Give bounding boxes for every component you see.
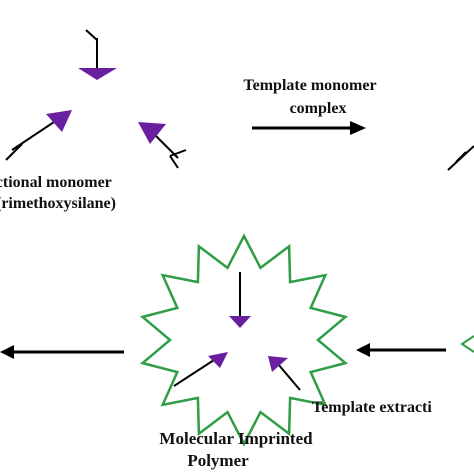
functional-monomer-left bbox=[5, 110, 72, 161]
monomer-head-icon bbox=[138, 122, 166, 144]
polymer-fragment-right bbox=[460, 335, 474, 353]
template-monomer-complex-label: Template monomer bbox=[243, 77, 377, 94]
arrow-template-extraction bbox=[356, 343, 446, 357]
cavity-monomer-head-icon bbox=[208, 352, 228, 368]
functional-monomer-top bbox=[78, 29, 117, 80]
monomer-head-icon bbox=[78, 68, 117, 80]
arrow-to-complex bbox=[252, 121, 366, 135]
functional-monomer-sublabel: (rimethoxysilane) bbox=[0, 195, 116, 212]
arrow-to-left bbox=[0, 345, 124, 359]
cavity-monomer-head-icon bbox=[268, 356, 288, 372]
imprinted-polymer bbox=[139, 233, 349, 447]
monomer-head-icon bbox=[46, 110, 72, 132]
functional-monomer-label: unctional monomer bbox=[0, 174, 112, 191]
molecular-imprinted-polymer-sublabel: Polymer bbox=[187, 451, 249, 470]
functional-monomer-right bbox=[138, 122, 187, 169]
template-monomer-complex-sublabel: complex bbox=[289, 100, 347, 117]
cavity-monomer-head-icon bbox=[229, 316, 251, 328]
template-extraction-label: Template extracti bbox=[312, 399, 432, 416]
molecular-imprinted-polymer-label: Molecular Imprinted bbox=[159, 429, 313, 448]
polymer-star-outline bbox=[139, 233, 349, 447]
complex-partial bbox=[447, 145, 474, 171]
